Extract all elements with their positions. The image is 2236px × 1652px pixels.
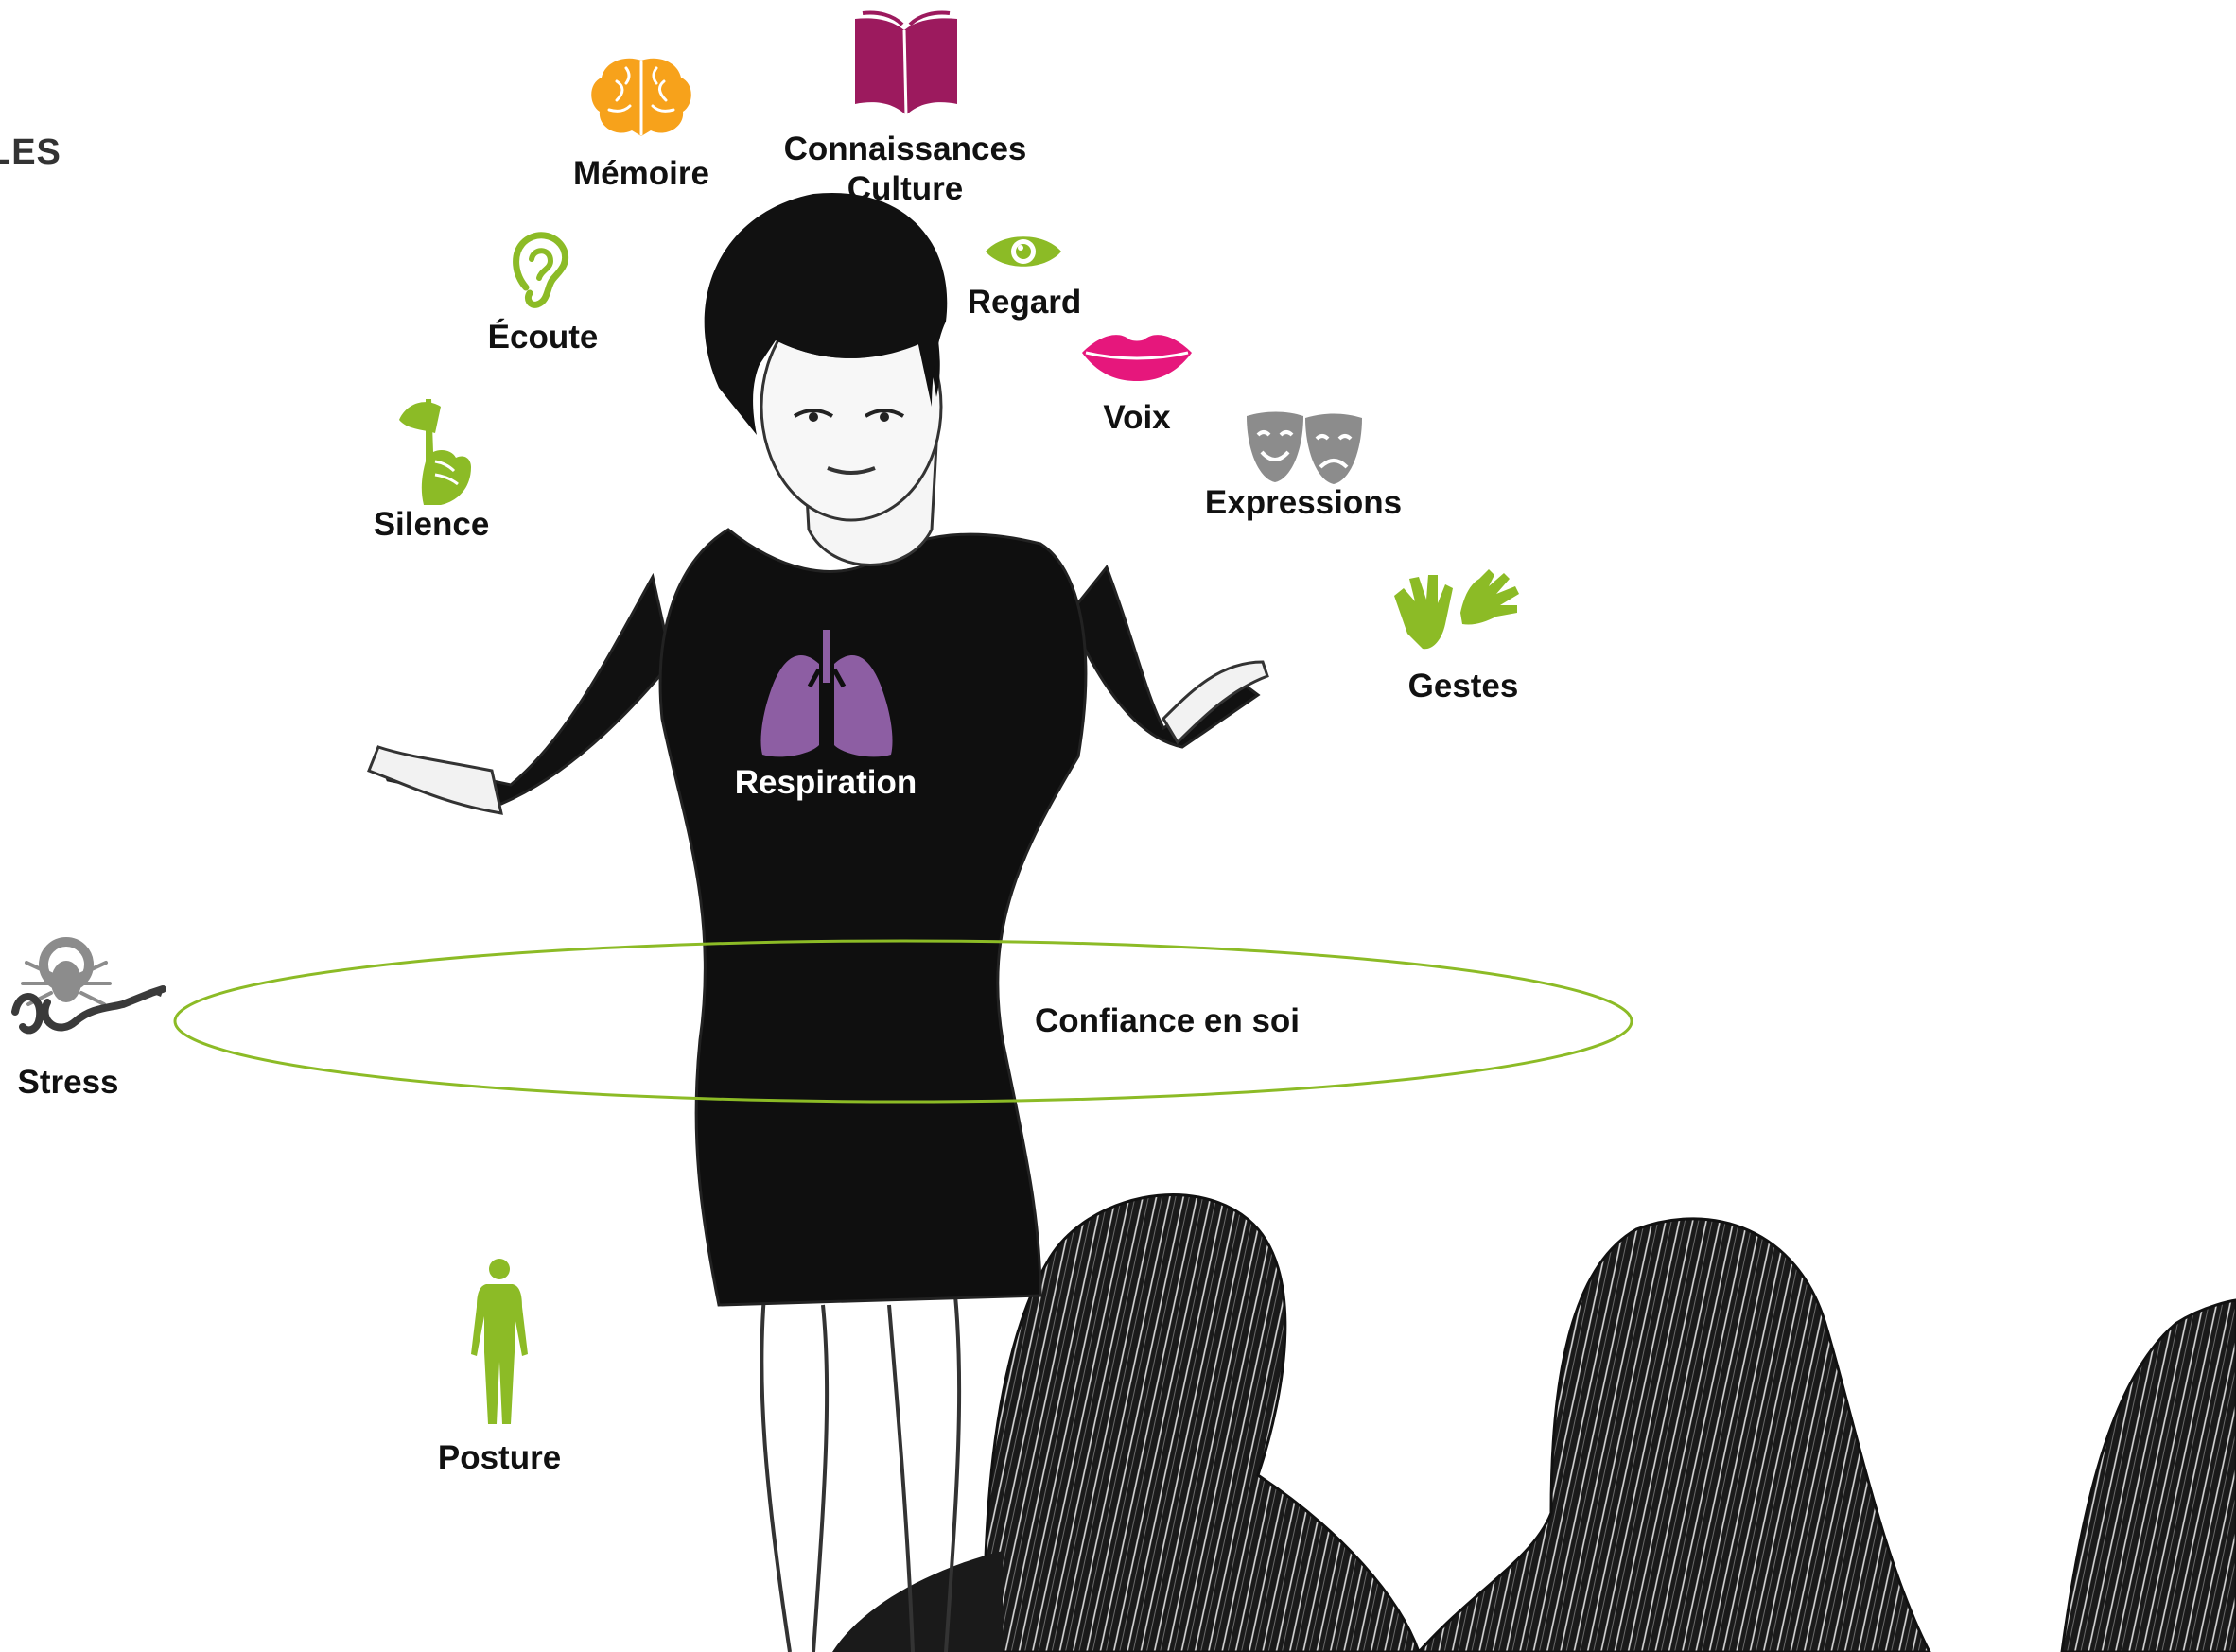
corner-text: LES <box>0 132 61 172</box>
scorpion-snake-icon <box>11 937 166 1035</box>
open-book-icon <box>855 10 957 116</box>
finger-on-lips-icon <box>399 399 471 505</box>
label-ecoute: Écoute <box>487 319 599 356</box>
label-stress: Stress <box>17 1064 119 1101</box>
label-memoire: Mémoire <box>573 155 709 192</box>
label-respiration: Respiration <box>734 764 917 801</box>
hands-icon <box>1394 569 1519 650</box>
eye-icon <box>986 236 1061 267</box>
lips-icon <box>1082 335 1192 381</box>
label-silence: Silence <box>373 506 490 543</box>
audience-head-2 <box>1416 1217 1931 1652</box>
audience-head-1 <box>982 1193 1421 1652</box>
label-connaissances: Connaissances <box>783 130 1027 167</box>
audience-head-3 <box>2060 1298 2236 1652</box>
ear-icon <box>513 232 568 308</box>
label-expressions: Expressions <box>1204 484 1403 521</box>
label-posture: Posture <box>437 1439 562 1476</box>
label-culture: Culture <box>847 170 964 207</box>
human-body-icon <box>471 1259 528 1424</box>
theater-masks-icon <box>1247 411 1362 484</box>
label-confiance: Confiance en soi <box>1034 1002 1301 1039</box>
label-regard: Regard <box>967 284 1082 321</box>
label-gestes: Gestes <box>1407 668 1519 704</box>
brain-icon <box>591 58 691 136</box>
label-voix: Voix <box>1103 399 1171 436</box>
lungs-icon <box>760 630 893 757</box>
